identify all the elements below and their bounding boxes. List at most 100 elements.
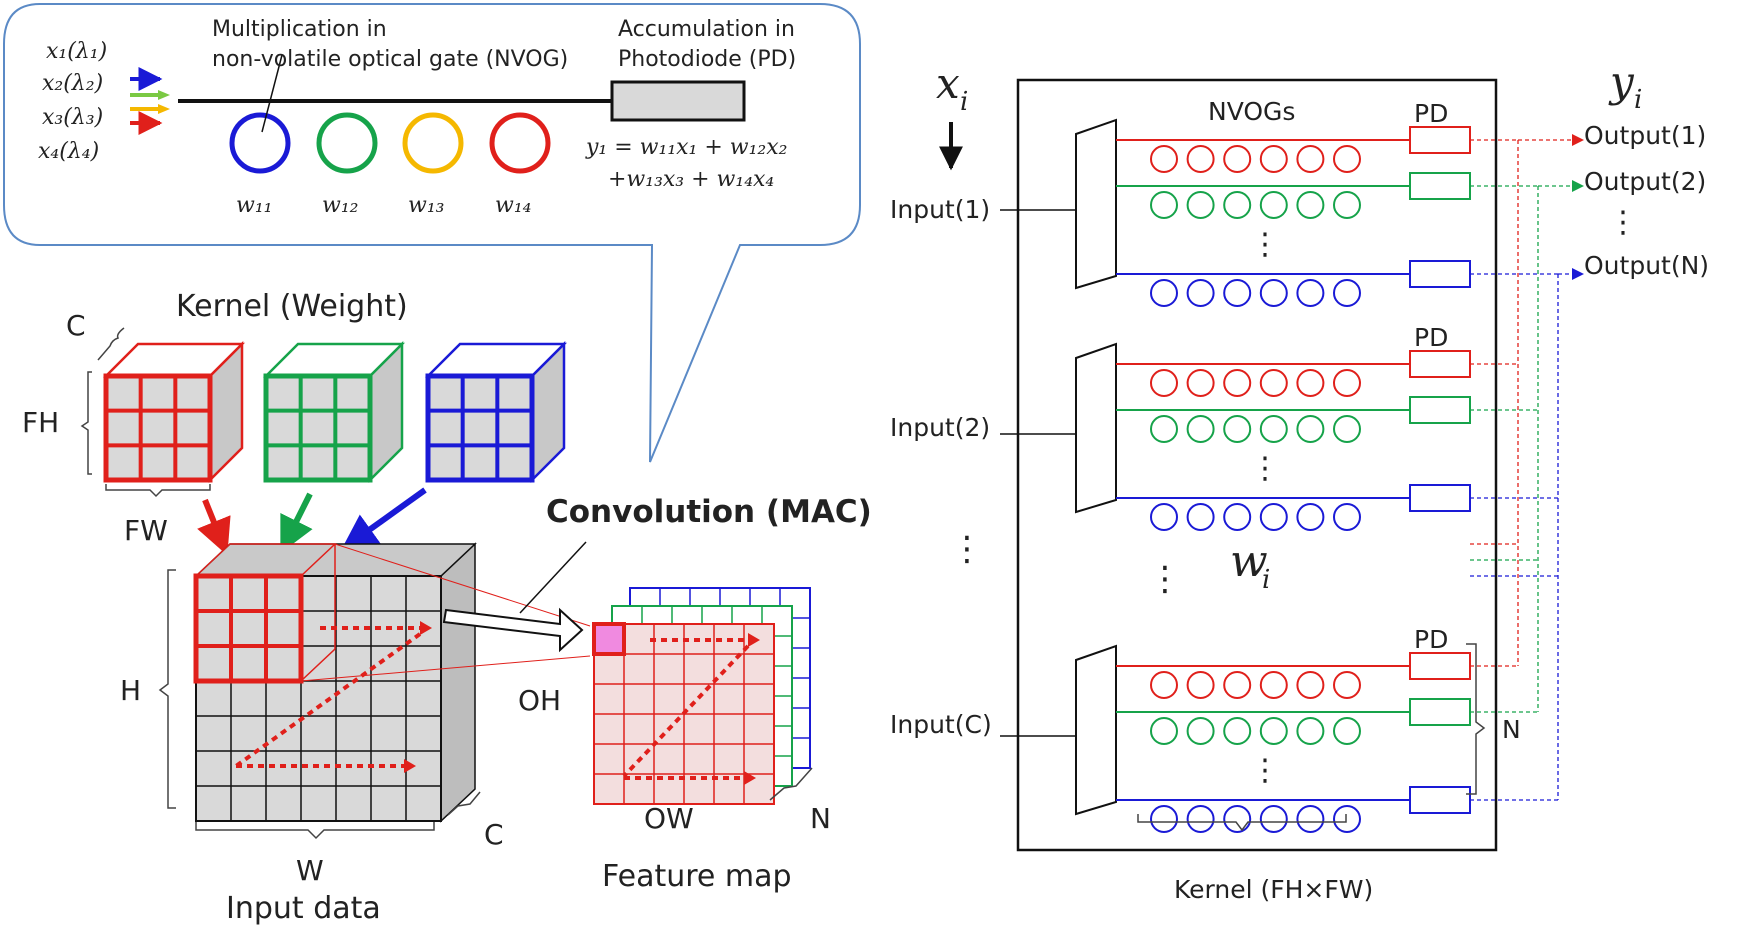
wi-label: w (1230, 536, 1268, 587)
input-blocks: PD⋮PD⋮PD⋮ (1000, 99, 1471, 833)
nvog-ring-blue-input1 (1333, 279, 1361, 307)
nvogs-label: NVOGs (1208, 97, 1295, 126)
nvog-ring-red-input1 (1333, 145, 1361, 173)
kernel-cubes (102, 340, 568, 484)
nvog-ring-green-inputc (1223, 717, 1252, 745)
feature-scan-diagonal (622, 644, 750, 778)
nvog-ring-blue-inputc (1223, 805, 1252, 833)
mult-pointer (261, 54, 283, 133)
nvog-ring-green-input1 (1259, 191, 1288, 219)
pd-box-green-inputc (1409, 698, 1471, 726)
input-h-label: H (120, 674, 141, 707)
nvog-ring-red-input1 (1186, 145, 1215, 173)
c-brace (97, 327, 125, 361)
nvog-ring-green-input2 (1259, 415, 1288, 443)
row-vdots-input1: ⋮ (1250, 227, 1280, 262)
n-brace (769, 767, 813, 801)
mult-line1: Multiplication in (212, 17, 387, 42)
nvog-ring-blue-input1 (1150, 279, 1178, 307)
x3-label: x₃(λ₃) (42, 105, 103, 130)
pd-box-red-inputc (1409, 652, 1471, 680)
nvog-ring-red-inputc (1150, 671, 1178, 699)
acc-line2: Photodiode (PD) (618, 47, 796, 72)
nvog-ring-blue-input2 (1223, 503, 1252, 531)
conv-arrow (442, 607, 584, 653)
fh-brace (80, 371, 92, 475)
input-cube-face (195, 575, 442, 822)
pd-box-blue-input2 (1409, 484, 1471, 512)
nvog-ring-green-input2 (1333, 415, 1361, 443)
demux-input1 (1075, 118, 1117, 290)
input-2-label: Input(2) (890, 413, 990, 442)
nvog-ring-blue-input2 (1150, 503, 1178, 531)
wi-subscript: i (1262, 565, 1270, 595)
w-brace (195, 822, 435, 840)
feature-map-section: Convolution (MAC) OH OW N Feature map (442, 494, 872, 894)
pd-label-input1: PD (1414, 99, 1448, 128)
projection-line (334, 543, 591, 627)
nvog-ring-blue-inputc (1186, 805, 1215, 833)
kernel-blue-face (425, 373, 535, 483)
row-vdots-input2: ⋮ (1250, 451, 1280, 486)
fw-brace (105, 484, 211, 498)
acc-line1: Accumulation in (618, 17, 795, 42)
pd-label-inputc: PD (1414, 625, 1448, 654)
photodiode-box (610, 80, 746, 122)
feature-scan-arrowhead (748, 633, 760, 647)
nvog-ring-red-input2 (1186, 369, 1215, 397)
nvog-ring-blue-input2 (1259, 503, 1288, 531)
row-vdots-inputc: ⋮ (1250, 753, 1280, 788)
kernel-red-face (103, 373, 213, 483)
w11-label: w₁₁ (236, 193, 272, 218)
nvog-ring-red-input1 (1296, 145, 1325, 173)
output-1-label: Output(1) (1584, 121, 1706, 150)
kernel-arrow-blue (341, 487, 427, 551)
nvog-ring-red-inputc (1259, 671, 1288, 699)
projection-line (300, 655, 591, 682)
pd-box-blue-inputc (1409, 786, 1471, 814)
pd-box-green-input1 (1409, 172, 1471, 200)
nvog-ring-green-input2 (1223, 415, 1252, 443)
nvog-ring-blue-inputc (1150, 805, 1178, 833)
input-data-cube (193, 542, 591, 823)
output-arrowhead-red (1572, 134, 1584, 146)
nvog-ring-blue-input1 (1259, 279, 1288, 307)
output-arrowhead-blue (1572, 268, 1584, 280)
nvog-ring-blue-input1 (1296, 279, 1325, 307)
nvog-ring-red-input2 (1333, 369, 1361, 397)
nvog-ring-green-input1 (1186, 191, 1215, 219)
mult-line2: non-volatile optical gate (NVOG) (212, 47, 568, 72)
kernel-size-label: Kernel (FH×FW) (1174, 875, 1373, 904)
kernel-brace (1137, 814, 1347, 832)
kernel-fh-label: FH (22, 406, 59, 439)
scan-arrowhead (404, 759, 416, 773)
input-1-label: Input(1) (890, 195, 990, 224)
nvog-ring-green-input2 (1150, 415, 1178, 443)
kernel-c-label: C (66, 309, 86, 342)
equation-line2: +w₁₃x₃ + w₁₄x₄ (608, 167, 774, 192)
callout-bubble: x₁(λ₁) x₂(λ₂) x₃(λ₃) x₄(λ₄) Multiplicati… (3, 3, 861, 463)
input-w-label: W (296, 854, 324, 887)
nvog-ring-red-inputc (1333, 671, 1361, 699)
feature-map-stack (592, 587, 811, 805)
xi-subscript: i (960, 87, 968, 117)
scan-path-diagonal (234, 632, 422, 768)
inputs-vdots: ⋮ (950, 529, 984, 569)
yi-subscript: i (1634, 85, 1642, 115)
nvog-ring-4 (489, 112, 551, 174)
x4-label: x₄(λ₄) (38, 139, 99, 164)
optical-architecture: x i y i NVOGs PD⋮PD⋮PD⋮ Input(1) Input(2… (890, 57, 1709, 904)
nvog-ring-blue-inputc (1296, 805, 1325, 833)
pd-box-blue-input1 (1409, 260, 1471, 288)
input-c-label: C (484, 818, 504, 851)
demux-inputc (1075, 644, 1117, 816)
convolution-label: Convolution (MAC) (546, 494, 872, 530)
w13-label: w₁₃ (408, 193, 444, 218)
outputs-vdots: ⋮ (1608, 205, 1638, 240)
nvog-ring-green-input1 (1333, 191, 1361, 219)
pd-box-red-input2 (1409, 350, 1471, 378)
feature-scan-arrowhead (744, 771, 756, 785)
kernel-green-face (263, 373, 373, 483)
nvog-ring-green-input1 (1296, 191, 1325, 219)
